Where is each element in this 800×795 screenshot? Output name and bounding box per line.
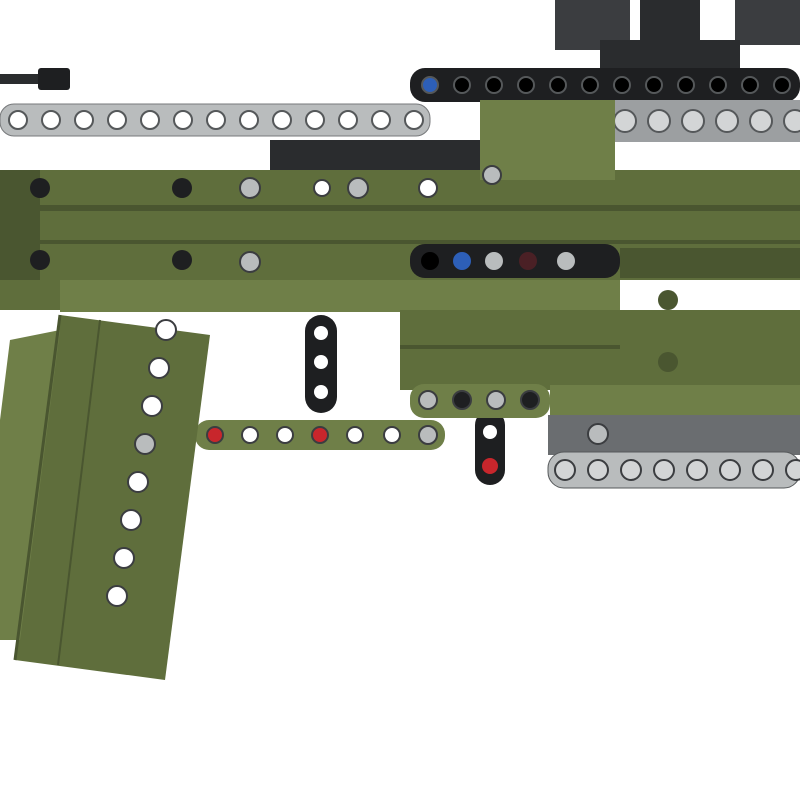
magazine: [0, 314, 210, 680]
beam-hole: [482, 165, 502, 185]
beam-hole: [773, 76, 791, 94]
beam-hole: [347, 177, 369, 199]
beam-hole: [653, 459, 675, 481]
beam-hole: [74, 110, 94, 130]
beam-hole: [127, 471, 149, 493]
beam-hole: [418, 390, 438, 410]
beam-hole: [206, 110, 226, 130]
beam-hole: [421, 76, 439, 94]
beam-hole: [613, 76, 631, 94]
scope-mount: [555, 0, 800, 68]
beam-hole: [239, 177, 261, 199]
beam-hole: [418, 178, 438, 198]
beam-hole: [620, 459, 642, 481]
beam-hole: [41, 110, 61, 130]
beam-hole: [313, 179, 331, 197]
beam-hole: [686, 459, 708, 481]
beam-hole: [587, 423, 609, 445]
beam-hole: [587, 459, 609, 481]
beam-hole: [647, 109, 671, 133]
beam-hole: [140, 110, 160, 130]
beam-hole: [404, 110, 424, 130]
beam-hole: [305, 110, 325, 130]
beam-hole: [107, 110, 127, 130]
beam-hole: [452, 390, 472, 410]
beam-hole: [155, 319, 177, 341]
beam-hole: [8, 110, 28, 130]
trigger-guard-beam: [195, 384, 550, 450]
beam-hole: [239, 251, 261, 273]
barrel-beam: [0, 103, 431, 137]
beam-hole: [719, 459, 741, 481]
beam-hole: [206, 426, 224, 444]
beam-hole: [517, 76, 535, 94]
beam-hole: [752, 459, 774, 481]
beam-hole: [554, 459, 576, 481]
beam-hole: [113, 547, 135, 569]
beam-hole: [715, 109, 739, 133]
receiver-body: [0, 100, 800, 417]
beam-hole: [485, 76, 503, 94]
beam-hole: [785, 459, 800, 481]
top-rail-beam: [410, 68, 800, 142]
beam-hole: [338, 110, 358, 130]
beam-hole: [645, 76, 663, 94]
beam-hole: [173, 110, 193, 130]
beam-hole: [241, 426, 259, 444]
beam-hole: [581, 76, 599, 94]
beam-hole: [549, 76, 567, 94]
beam-hole: [383, 426, 401, 444]
beam-hole: [148, 357, 170, 379]
beam-hole: [120, 509, 142, 531]
beam-hole: [371, 110, 391, 130]
beam-hole: [453, 76, 471, 94]
beam-hole: [749, 109, 773, 133]
beam-hole: [346, 426, 364, 444]
beam-hole: [272, 110, 292, 130]
beam-hole: [613, 109, 637, 133]
beam-hole: [141, 395, 163, 417]
beam-hole: [276, 426, 294, 444]
lower-receiver: [547, 415, 800, 489]
beam-hole: [486, 390, 506, 410]
beam-hole: [677, 76, 695, 94]
trigger-link: [305, 315, 505, 485]
muzzle-piece: [0, 68, 70, 90]
stock-end: [0, 170, 192, 280]
beam-hole: [520, 390, 540, 410]
beam-hole: [741, 76, 759, 94]
beam-hole: [783, 109, 800, 133]
beam-hole: [709, 76, 727, 94]
beam-hole: [106, 585, 128, 607]
beam-hole: [239, 110, 259, 130]
beam-hole: [311, 426, 329, 444]
beam-hole: [418, 425, 438, 445]
beam-hole: [134, 433, 156, 455]
beam-hole: [681, 109, 705, 133]
